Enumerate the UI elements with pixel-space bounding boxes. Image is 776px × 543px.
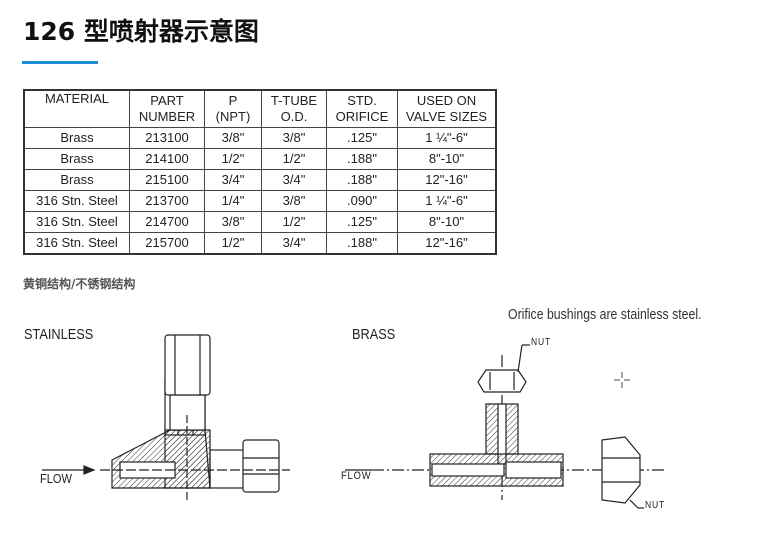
table-cell: 12"-16" [397, 169, 497, 191]
side-nut-label: NUT [645, 500, 666, 511]
stainless-label: STAINLESS [24, 326, 94, 343]
column-header-line: T-TUBE [270, 93, 318, 108]
table-cell: 3/4" [261, 232, 327, 255]
brass-injector-drawing [345, 344, 665, 509]
column-header-line: O.D. [280, 109, 308, 124]
table-cell: 214100 [129, 148, 205, 170]
orifice-note: Orifice bushings are stainless steel. [508, 306, 702, 323]
column-header: STD.ORIFICE [326, 89, 398, 128]
table-cell: 215700 [129, 232, 205, 255]
column-header-line: P [228, 93, 238, 108]
crosshair-cursor-icon [614, 372, 630, 388]
table-cell: .188" [326, 232, 398, 255]
brass-flow-label: FLOW [341, 470, 372, 482]
column-header-line: USED ON [416, 93, 477, 108]
brass-label: BRASS [352, 326, 396, 343]
column-header-line: (NPT) [215, 109, 251, 124]
page-title: 126 型喷射器示意图 [23, 17, 259, 46]
column-header: P(NPT) [204, 89, 262, 128]
table-cell: 3/8" [261, 127, 327, 149]
structure-caption: 黄铜结构/不锈钢结构 [23, 277, 136, 291]
column-header-line: PART [150, 93, 184, 108]
table-cell: 3/8" [204, 211, 262, 233]
column-header-line: MATERIAL [44, 91, 110, 106]
stainless-injector-drawing [42, 334, 290, 500]
title-underline [22, 61, 98, 64]
table-cell: 3/4" [204, 169, 262, 191]
table-cell: 316 Stn. Steel [23, 211, 130, 233]
table-cell: 12"-16" [397, 232, 497, 255]
column-header-line: NUMBER [138, 109, 196, 124]
stainless-flow-label: FLOW [40, 471, 72, 486]
table-cell: 215100 [129, 169, 205, 191]
table-cell: .188" [326, 148, 398, 170]
table-cell: 8"-10" [397, 211, 497, 233]
table-cell: .090" [326, 190, 398, 212]
table-cell: 8"-10" [397, 148, 497, 170]
column-header-line: VALVE SIZES [405, 109, 488, 124]
table-cell: 3/8" [204, 127, 262, 149]
table-cell: Brass [23, 127, 130, 149]
top-nut-label: NUT [531, 337, 552, 348]
column-header-line: STD. [347, 93, 377, 108]
table-cell: 213100 [129, 127, 205, 149]
table-cell: 316 Stn. Steel [23, 232, 130, 255]
table-cell: .125" [326, 211, 398, 233]
table-cell: 214700 [129, 211, 205, 233]
table-cell: .125" [326, 127, 398, 149]
column-header-line: ORIFICE [335, 109, 389, 124]
